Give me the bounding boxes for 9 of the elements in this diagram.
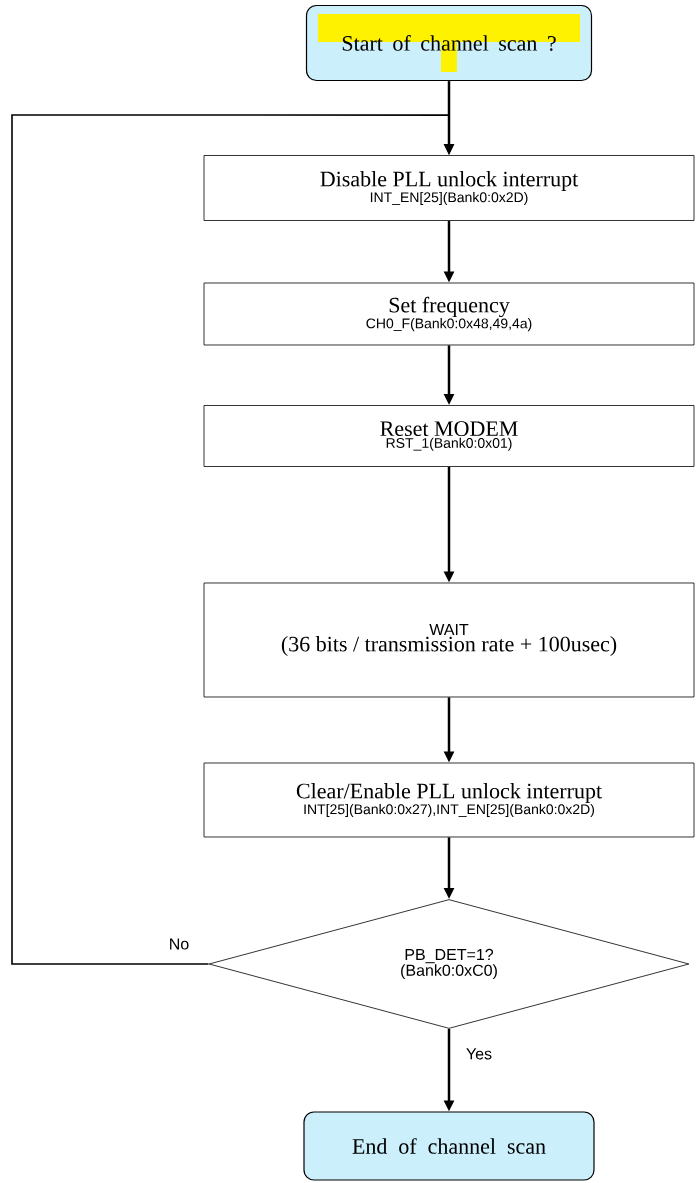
arrow [11, 114, 455, 965]
process-box: Reset MODEM RST_1(Bank0:0x01) [203, 405, 695, 467]
terminal-box: End of channel scan [303, 1111, 595, 1181]
process-box: Disable PLL unlock interrupt INT_EN[25](Bank0:0x2D) [203, 155, 695, 221]
process-box: Set frequency CH0_F(Bank0:0x48,49,4a) [203, 282, 695, 346]
edge-label: Yes [464, 1047, 494, 1061]
edge-label: No [167, 937, 191, 951]
process-box: WAIT (36 bits / transmission rate + 100usec) [203, 582, 695, 698]
process-box: Clear/Enable PLL unlock interrupt INT[25](Bank0:0x27),INT_EN[25](Bank0:0x2D) [203, 762, 695, 838]
